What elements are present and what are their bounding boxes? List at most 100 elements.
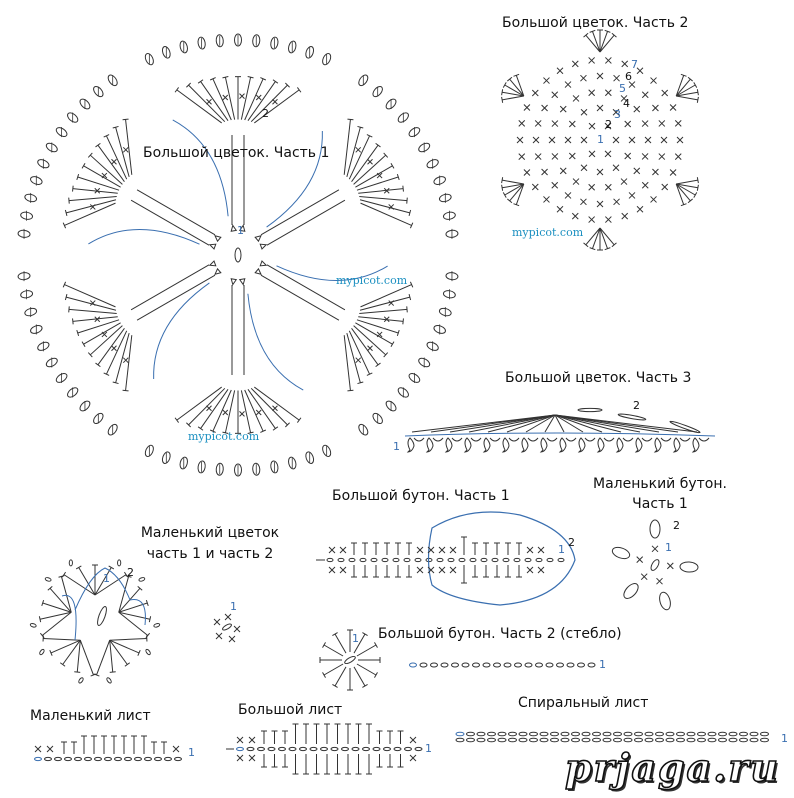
double-crochet-symbol <box>507 198 513 204</box>
single-crochet-symbol <box>255 409 262 416</box>
loop-stitch-symbol <box>577 437 586 453</box>
single-crochet-symbol <box>543 196 550 203</box>
double-crochet-symbol <box>347 118 354 121</box>
double-crochet-symbol <box>272 426 279 431</box>
double-crochet-symbol <box>687 76 693 82</box>
chain-symbol <box>524 557 532 563</box>
stem-chain-symbol <box>461 662 470 668</box>
double-crochet-symbol <box>359 199 410 214</box>
single-crochet-symbol <box>548 136 556 144</box>
single-crochet-symbol <box>534 153 542 160</box>
spiral-chain-symbol <box>749 737 759 743</box>
big-flower-1-row-1: 1 <box>237 224 244 237</box>
double-crochet-symbol <box>64 294 68 301</box>
spiral-chain-symbol <box>644 731 654 737</box>
single-crochet-symbol <box>272 98 278 105</box>
loop-stitch-symbol <box>546 437 558 442</box>
double-crochet-symbol <box>95 142 101 148</box>
chain-symbol <box>480 557 488 563</box>
double-crochet-symbol <box>66 296 117 311</box>
single-crochet-symbol <box>640 573 648 581</box>
fan-line <box>554 414 698 433</box>
double-crochet-symbol <box>409 281 414 288</box>
single-crochet-symbol <box>660 136 668 144</box>
stem-chain-symbol <box>545 662 554 668</box>
double-crochet-symbol <box>356 663 377 676</box>
double-crochet-symbol <box>501 184 504 191</box>
double-crochet-symbol <box>76 173 80 181</box>
double-crochet-symbol <box>515 75 525 97</box>
spiral-chain-symbol <box>676 731 685 737</box>
single-crochet-symbol <box>568 120 576 128</box>
single-crochet-symbol <box>409 754 417 762</box>
double-crochet-symbol <box>583 32 589 38</box>
spiral-chain-symbol <box>508 737 517 743</box>
double-crochet-symbol <box>60 576 72 613</box>
double-crochet-symbol <box>137 650 141 656</box>
fan-line <box>554 414 622 433</box>
bobble-symbol <box>179 456 188 470</box>
arrow-symbol <box>259 243 268 250</box>
chain-symbol <box>414 746 423 752</box>
single-crochet-symbol <box>531 183 539 191</box>
single-crochet-symbol <box>224 613 232 621</box>
stem-chain-symbol <box>430 662 438 668</box>
loop-stitch-symbol <box>451 437 463 442</box>
single-crochet-symbol <box>526 566 534 574</box>
petal-outline <box>266 130 323 228</box>
double-crochet-symbol <box>504 183 525 196</box>
double-crochet-symbol <box>115 332 130 383</box>
double-crochet-symbol <box>343 119 351 175</box>
petal-stem-line <box>136 274 216 321</box>
double-crochet-symbol <box>383 352 389 358</box>
double-crochet-symbol <box>680 203 687 207</box>
spiral-chain-symbol <box>581 731 591 737</box>
double-crochet-symbol <box>402 185 404 192</box>
stem-chain-symbol <box>577 662 585 668</box>
double-crochet-symbol <box>115 127 130 178</box>
double-crochet-symbol <box>186 82 192 88</box>
loop-stitch-symbol <box>444 437 453 453</box>
single-crochet-symbol <box>656 577 663 585</box>
double-crochet-symbol <box>112 125 119 129</box>
bobble-symbol <box>358 423 369 436</box>
double-crochet-symbol <box>353 325 387 356</box>
double-crochet-symbol <box>62 281 67 288</box>
double-crochet-symbol <box>358 188 404 194</box>
double-crochet-symbol <box>122 389 129 392</box>
single-crochet-symbol <box>620 95 628 102</box>
double-crochet-symbol <box>77 176 120 191</box>
single-crochet-symbol <box>46 745 54 753</box>
chain-symbol <box>577 407 603 413</box>
loop-stitch-symbol <box>539 437 548 453</box>
stem-chain-symbol <box>419 662 428 668</box>
double-crochet-symbol <box>676 95 698 101</box>
double-crochet-symbol <box>583 242 589 248</box>
double-crochet-symbol <box>509 78 525 97</box>
single-crochet-symbol <box>367 158 373 165</box>
double-crochet-symbol <box>79 640 94 676</box>
double-crochet-symbol <box>390 162 395 169</box>
fan-line <box>487 414 556 433</box>
double-crochet-symbol <box>64 209 68 216</box>
single-crochet-symbol <box>339 546 347 554</box>
spiral-chain-symbol <box>571 737 580 743</box>
single-crochet-symbol <box>239 411 245 417</box>
double-crochet-symbol <box>77 319 120 334</box>
fan-line <box>544 414 556 433</box>
single-crochet-symbol <box>676 136 684 144</box>
double-crochet-symbol <box>589 29 596 33</box>
small-flower-center-row-1: 1 <box>230 600 237 613</box>
petal-stem-line <box>260 189 340 236</box>
double-crochet-symbol <box>696 96 699 103</box>
single-crochet-symbol <box>438 546 446 554</box>
base-chain-line <box>404 432 716 437</box>
single-crochet-symbol <box>652 104 659 112</box>
chain-symbol <box>94 756 102 762</box>
spiral-chain-symbol <box>644 737 654 743</box>
bobble-symbol <box>270 36 279 50</box>
double-crochet-symbol <box>351 327 379 366</box>
single-crochet-symbol <box>101 331 108 338</box>
big-bud-1-title: Большой бутон. Часть 1 <box>332 488 510 504</box>
arrow-symbol <box>254 234 262 243</box>
